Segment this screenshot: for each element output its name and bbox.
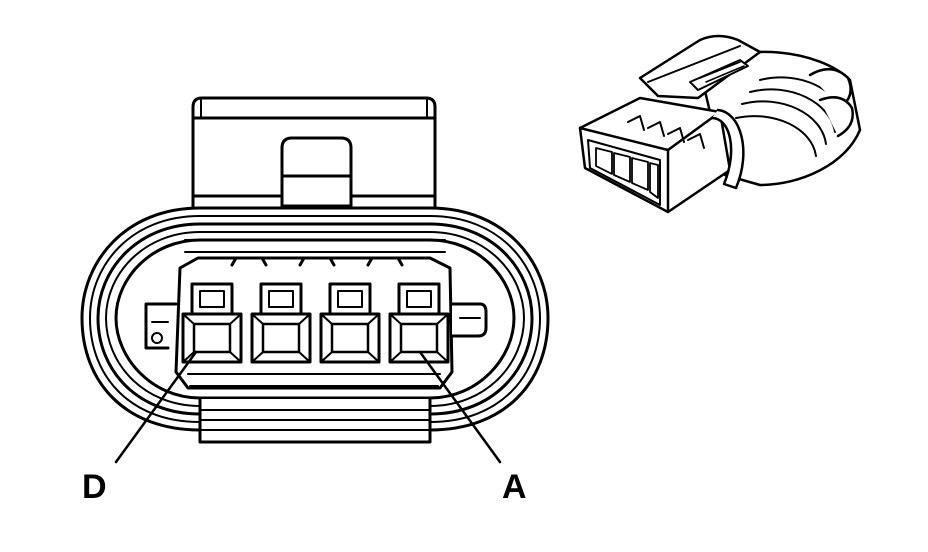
leader-line-d	[114, 350, 198, 464]
pin-cavities	[181, 282, 450, 364]
pin-cavity-c	[250, 282, 312, 364]
connector-iso-view	[578, 34, 862, 214]
terminal-body	[174, 239, 454, 411]
pin-cavity-a	[388, 282, 450, 364]
pin-label-a: A	[502, 468, 527, 506]
leader-line-a	[418, 350, 502, 464]
latch-housing	[191, 96, 437, 220]
pin-cavity-d	[181, 282, 243, 364]
connector-face-view	[80, 96, 550, 464]
side-ears	[144, 302, 488, 350]
bottom-skirt	[198, 396, 432, 444]
pin-cavity-b	[319, 282, 381, 364]
pin-label-d: D	[82, 468, 107, 506]
